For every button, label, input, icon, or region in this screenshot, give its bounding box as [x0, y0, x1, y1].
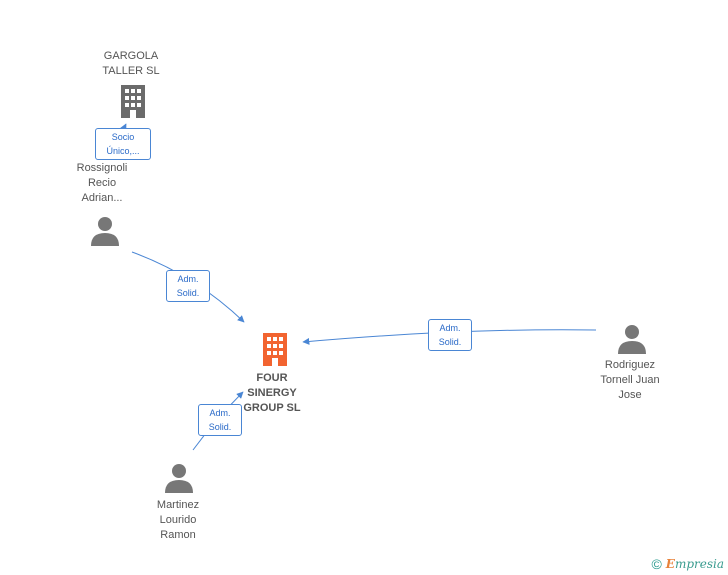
edge-label-adm-solid-rossignoli[interactable]: Adm. Solid. — [166, 270, 210, 302]
empresia-watermark: © Empresia — [651, 556, 724, 572]
edge-label-adm-solid-martinez[interactable]: Adm. Solid. — [198, 404, 242, 436]
edge-label-socio-unico[interactable]: Socio Único,... — [95, 128, 151, 160]
node-label-rossignoli: Rossignoli Recio Adrian... — [76, 162, 128, 204]
node-label-rodriguez: Rodriguez Tornell Juan Jose — [600, 359, 660, 401]
edge-label-adm-solid-rodriguez[interactable]: Adm. Solid. — [428, 319, 472, 351]
node-label-four-sinergy: FOUR SINERGY GROUP SL — [243, 372, 301, 414]
person-icon[interactable] — [164, 463, 194, 493]
node-label-gargola: GARGOLA TALLER SL — [102, 50, 160, 77]
building-icon[interactable] — [118, 84, 148, 118]
person-icon[interactable] — [90, 216, 120, 246]
building-icon[interactable] — [260, 332, 290, 366]
person-icon[interactable] — [617, 324, 647, 354]
brand-logo: Empresia — [665, 557, 724, 571]
node-label-martinez: Martinez Lourido Ramon — [156, 499, 200, 541]
copyright-symbol: © — [651, 556, 662, 572]
